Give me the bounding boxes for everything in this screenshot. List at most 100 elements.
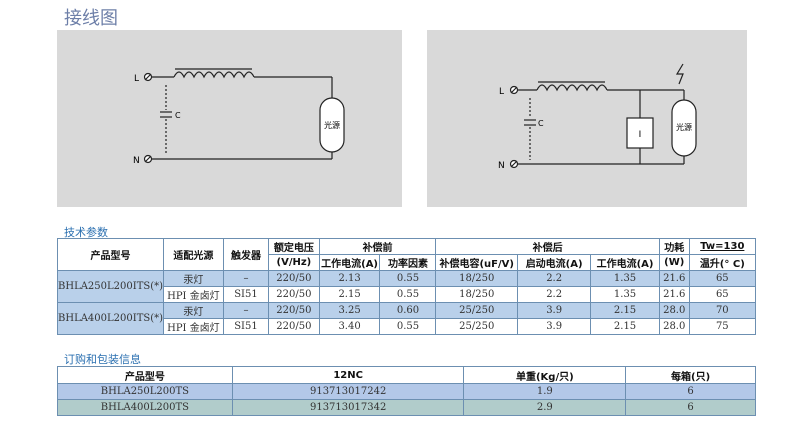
cell-pf: 0.55 — [379, 270, 437, 287]
cell-order-nc: 913713017342 — [231, 399, 465, 416]
cell-cap: 18/250 — [435, 286, 519, 303]
table-row: HPI 金卤灯 SI51 220/50 3.40 0.55 25/250 3.9… — [58, 318, 757, 335]
order-info-title: 订购和包装信息 — [64, 353, 141, 366]
cell-pf: 0.55 — [379, 318, 437, 335]
cell-current-after: 1.35 — [590, 270, 660, 287]
cell-lamp: 汞灯 — [163, 270, 224, 287]
cell-loss: 21.6 — [658, 286, 690, 303]
th-pf: 功率因素 — [379, 254, 437, 271]
label-N: N — [133, 156, 140, 166]
cell-current-before: 2.13 — [318, 270, 381, 287]
cell-voltage: 220/50 — [268, 302, 320, 319]
cell-order-model: BHLA250L200TS — [57, 383, 233, 400]
th-order-nc: 12NC — [231, 366, 465, 384]
cell-loss: 28.0 — [658, 302, 690, 319]
table-row: BHLA400L200ITS(*) 汞灯 – 220/50 3.25 0.60 … — [56, 302, 757, 335]
cell-igniter: – — [222, 270, 270, 287]
th-lamp: 适配光源 — [163, 238, 224, 271]
th-capacitor: 补偿电容(uF/V) — [435, 254, 519, 271]
cell-pf: 0.55 — [379, 286, 437, 303]
cell-cap: 25/250 — [435, 318, 519, 335]
label-C: C — [175, 111, 181, 120]
wiring-diagram-1: L N C 光源 — [57, 30, 402, 207]
cell-current-before: 3.25 — [318, 302, 381, 319]
cell-order-perbox: 6 — [625, 399, 756, 416]
th-loss: 功耗 — [658, 238, 690, 255]
cell-lamp: 汞灯 — [163, 302, 224, 319]
th-igniter: 触发器 — [222, 238, 270, 271]
cell-order-model: BHLA400L200TS — [57, 399, 233, 416]
cell-start: 3.9 — [517, 302, 592, 319]
cell-model: BHLA250L200ITS(*) — [56, 270, 165, 303]
wiring-diagram-1-svg: L N C 光源 — [133, 68, 345, 166]
spec-table: 产品型号 适配光源 触发器 额定电压 补偿前 补偿后 功耗 Tw=130 (V/… — [56, 238, 757, 335]
cell-igniter: SI51 — [222, 286, 270, 303]
th-current-after: 工作电流(A) — [590, 254, 660, 271]
wiring-diagram-2-svg: L N C I 光源 — [498, 63, 697, 171]
table-row: BHLA250L200ITS(*) 汞灯 – 220/50 2.13 0.55 … — [56, 270, 757, 303]
lamp-symbol-2 — [671, 99, 697, 157]
cell-cap: 18/250 — [435, 270, 519, 287]
th-loss-unit: (W) — [658, 254, 690, 271]
cell-cap: 25/250 — [435, 302, 519, 319]
th-voltage-unit: (V/Hz) — [268, 254, 320, 271]
cell-current-before: 3.40 — [318, 318, 381, 335]
cell-temp: 70 — [688, 302, 757, 319]
cell-temp: 65 — [688, 286, 757, 303]
cell-current-before: 2.15 — [318, 286, 381, 303]
lamp-label-2: 光源 — [676, 122, 692, 132]
th-voltage: 额定电压 — [268, 238, 320, 255]
th-order-perbox: 每箱(只) — [625, 366, 756, 384]
order-table: 产品型号 12NC 单重(Kg/只) 每箱(只) BHLA250L200TS 9… — [57, 366, 756, 416]
cell-order-weight: 2.9 — [463, 399, 627, 416]
cell-current-after: 1.35 — [590, 286, 660, 303]
igniter-box — [626, 117, 654, 149]
cell-order-nc: 913713017242 — [231, 383, 465, 400]
cell-start: 2.2 — [517, 286, 592, 303]
cell-order-weight: 1.9 — [463, 383, 627, 400]
th-order-model: 产品型号 — [57, 366, 233, 384]
cell-igniter: – — [222, 302, 270, 319]
cell-igniter: SI51 — [222, 318, 270, 335]
th-order-weight: 单重(Kg/只) — [463, 366, 627, 384]
th-current-before: 工作电流(A) — [318, 254, 381, 271]
ballast-coil — [173, 71, 255, 79]
cell-temp: 65 — [688, 270, 757, 287]
ballast-coil-2 — [536, 84, 608, 92]
cell-current-after: 2.15 — [590, 302, 660, 319]
cell-voltage: 220/50 — [268, 318, 320, 335]
th-model: 产品型号 — [56, 238, 165, 271]
table-row: BHLA400L200TS 913713017342 2.9 6 — [57, 399, 756, 416]
label-L-2: L — [499, 87, 504, 97]
tech-params-title: 技术参数 — [64, 226, 108, 239]
label-C-2: C — [538, 119, 544, 128]
cell-temp: 75 — [688, 318, 757, 335]
cell-start: 3.9 — [517, 318, 592, 335]
cell-loss: 28.0 — [658, 318, 690, 335]
cell-current-after: 2.15 — [590, 318, 660, 335]
cell-lamp: HPI 金卤灯 — [163, 286, 224, 303]
cell-voltage: 220/50 — [268, 270, 320, 287]
lamp-symbol — [319, 97, 345, 153]
page-title: 接线图 — [64, 8, 118, 29]
table-row: HPI 金卤灯 SI51 220/50 2.15 0.55 18/250 2.2… — [58, 286, 757, 303]
lightning-icon — [675, 63, 684, 85]
cell-pf: 0.60 — [379, 302, 437, 319]
cell-start: 2.2 — [517, 270, 592, 287]
label-N-2: N — [498, 161, 505, 171]
th-before: 补偿前 — [318, 238, 437, 255]
cell-lamp: HPI 金卤灯 — [163, 318, 224, 335]
th-after: 补偿后 — [435, 238, 660, 255]
cell-loss: 21.6 — [658, 270, 690, 287]
th-tw: Tw=130 — [688, 238, 757, 255]
wiring-diagram-2: L N C I 光源 — [427, 30, 747, 207]
cell-voltage: 220/50 — [268, 286, 320, 303]
igniter-label: I — [639, 130, 642, 140]
cell-order-perbox: 6 — [625, 383, 756, 400]
th-temp-rise: 温升(° C) — [688, 254, 757, 271]
lamp-label: 光源 — [324, 120, 340, 130]
table-row: BHLA250L200TS 913713017242 1.9 6 — [57, 383, 756, 400]
th-start-current: 启动电流(A) — [517, 254, 592, 271]
cell-model: BHLA400L200ITS(*) — [56, 302, 165, 335]
label-L: L — [134, 74, 139, 84]
